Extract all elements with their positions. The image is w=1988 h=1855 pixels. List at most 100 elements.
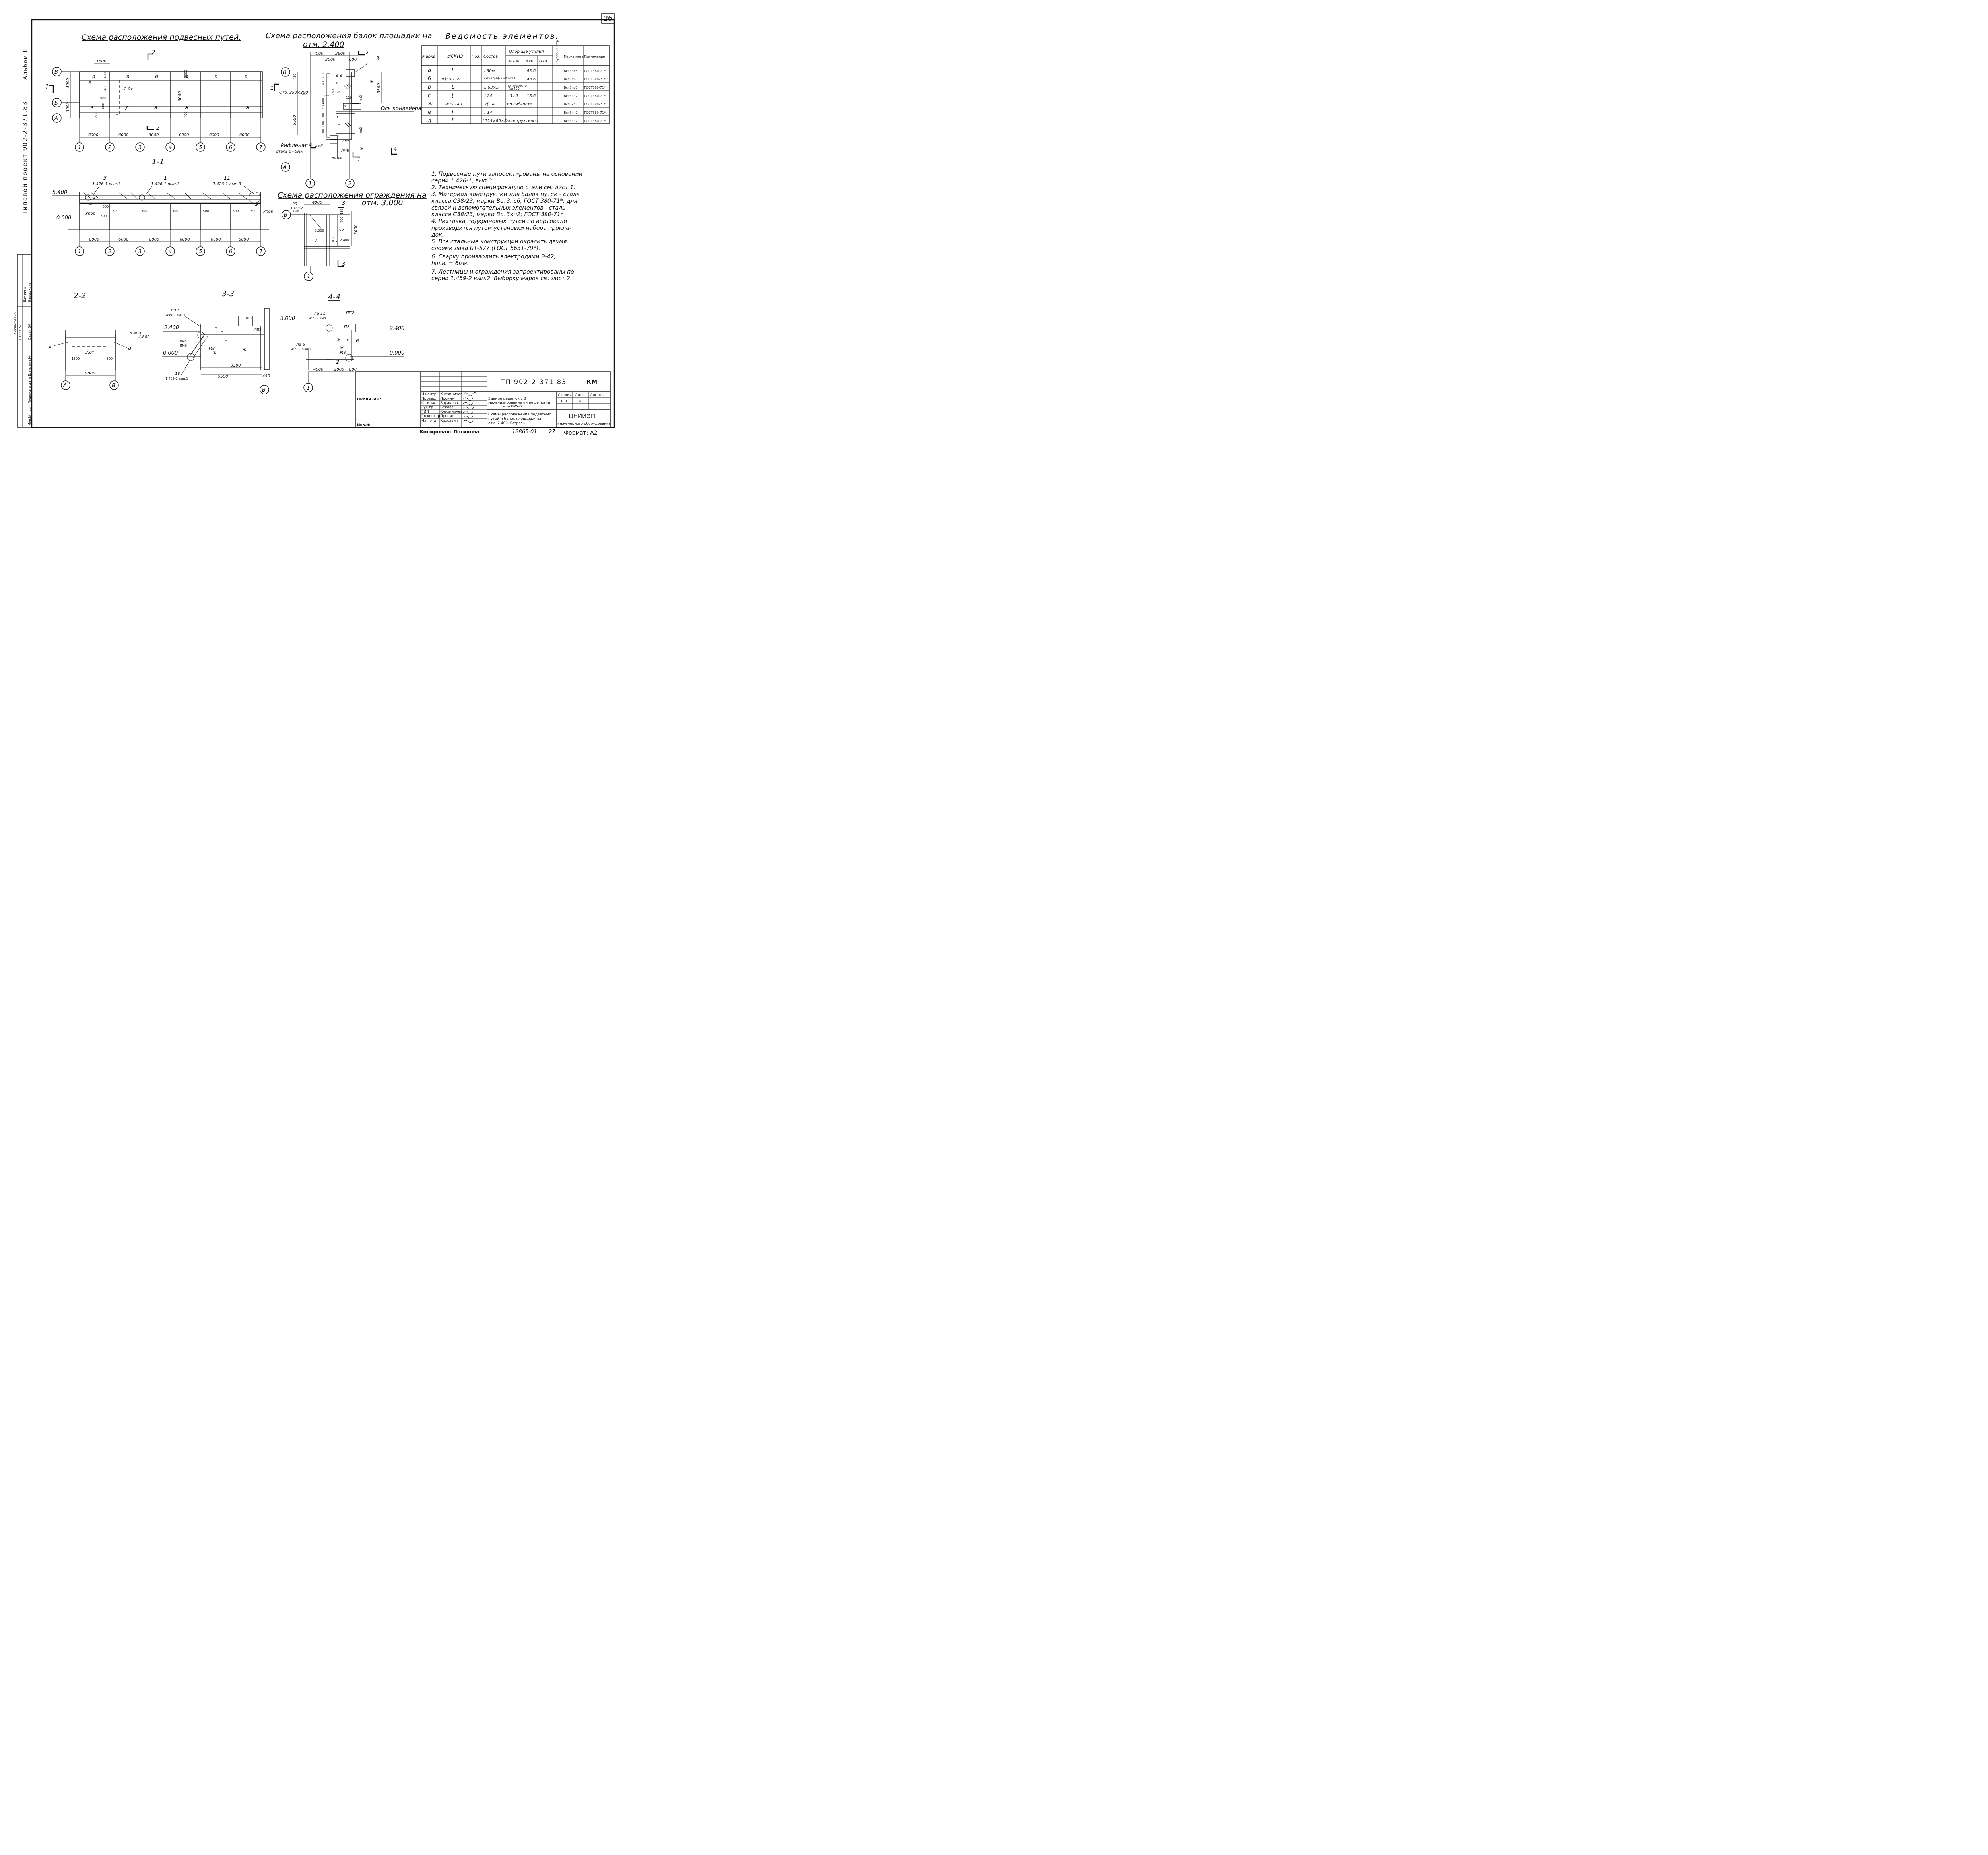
svg-text:6000: 6000 xyxy=(89,237,99,242)
platform-plan: Схема расположения балок площадки на отм… xyxy=(266,31,432,188)
side-block-2: Отдел ВК xyxy=(28,324,31,340)
svg-text:Примечание: Примечание xyxy=(584,55,605,58)
svg-text:В: В xyxy=(262,387,266,393)
svg-text:Поз.: Поз. xyxy=(472,54,480,59)
svg-text:д: д xyxy=(125,105,129,111)
svg-text:М кНм: М кНм xyxy=(509,60,519,63)
plan-load: 2.0т xyxy=(124,87,133,91)
svg-text:ПМ5: ПМ5 xyxy=(180,339,187,343)
svg-text:Листов: Листов xyxy=(590,393,604,397)
svg-text:4: 4 xyxy=(394,147,397,153)
table-row: б ×]E×216 Гнутый проф. 2L70×50×4 43,6 Вс… xyxy=(428,76,606,82)
svg-text:отм. 3.000.: отм. 3.000. xyxy=(362,198,406,207)
svg-text:3: 3 xyxy=(138,249,142,255)
svg-text:Инв.№: Инв.№ xyxy=(357,423,371,427)
svg-text:А: А xyxy=(54,116,58,122)
svg-text:ж: ж xyxy=(336,338,340,342)
svg-text:400: 400 xyxy=(103,72,107,78)
svg-text:ПМ6: ПМ6 xyxy=(180,344,187,347)
svg-text:500: 500 xyxy=(103,205,109,208)
svg-text:2.400: 2.400 xyxy=(340,238,349,242)
svg-text:па 6: па 6 xyxy=(296,343,305,347)
svg-text:е: е xyxy=(356,338,359,343)
svg-text:а: а xyxy=(92,74,95,80)
svg-text:500: 500 xyxy=(141,209,147,213)
svg-text:1: 1 xyxy=(270,85,274,91)
svg-text:18,6: 18,6 xyxy=(527,94,536,98)
svg-text:лм8: лм8 xyxy=(341,149,349,153)
side-block-4: Нарышкина xyxy=(28,282,31,302)
svg-text:600: 600 xyxy=(349,58,357,62)
svg-text:2: 2 xyxy=(348,181,351,187)
svg-text:ГОСТ380-71*: ГОСТ380-71* xyxy=(584,78,606,81)
plan-sec1-left: 1 xyxy=(45,83,49,91)
svg-text:Гл.констр.: Гл.констр. xyxy=(421,414,441,418)
sec11-title: 1-1 xyxy=(152,157,164,166)
svg-text:3: 3 xyxy=(357,157,360,163)
svg-text:6. Сварку производить электрод: 6. Сварку производить электродами Э-42, xyxy=(431,254,556,260)
page-number-box xyxy=(601,13,615,24)
svg-text:ГОСТ380-71*: ГОСТ380-71* xyxy=(584,94,606,98)
svg-text:Схемы расположения подвесных: Схемы расположения подвесных xyxy=(488,413,551,417)
svg-text:120: 120 xyxy=(346,96,352,99)
svg-text:ГИП: ГИП xyxy=(421,410,429,414)
svg-text:5550: 5550 xyxy=(218,374,228,379)
svg-text:0.000: 0.000 xyxy=(56,215,71,221)
svg-text:400: 400 xyxy=(322,103,325,109)
side-approval-block: Согласовано Отдел КО Отдел ВК Шичкина На… xyxy=(14,254,32,428)
svg-text:6000: 6000 xyxy=(118,237,128,242)
svg-text:6000: 6000 xyxy=(239,133,249,137)
side-block-1: Отдел КО xyxy=(18,324,22,340)
svg-text:2-2: 2-2 xyxy=(74,291,86,300)
svg-text:КМ: КМ xyxy=(586,378,597,386)
svg-text:3000: 3000 xyxy=(354,225,358,235)
svg-text:ПП2: ПП2 xyxy=(246,316,252,320)
svg-text:ТП 902-2-371.83: ТП 902-2-371.83 xyxy=(501,378,567,386)
svg-text:2. Техническую спецификацию ст: 2. Техническую спецификацию стали см. ли… xyxy=(431,184,575,191)
svg-text:1: 1 xyxy=(164,175,167,181)
svg-text:3: 3 xyxy=(342,261,345,267)
svg-text:а: а xyxy=(245,74,248,80)
svg-text:Гнутый проф. 2L70×50×4: Гнутый проф. 2L70×50×4 xyxy=(483,77,515,80)
svg-text:па 11: па 11 xyxy=(314,312,326,316)
svg-text:ж: ж xyxy=(212,351,216,355)
section-1-1: 1-1 3 1.426-1 вып.3 1 1.426-1 вып.3 11 7… xyxy=(52,157,273,256)
svg-text:е: е xyxy=(88,80,91,86)
side-project: Типовой проект 902-2-371.83 xyxy=(21,101,29,215)
svg-text:М8: М8 xyxy=(209,347,215,351)
svg-text:150: 150 xyxy=(340,209,344,215)
svg-text:типа РМУ-5.: типа РМУ-5. xyxy=(501,405,523,409)
svg-text:6000: 6000 xyxy=(180,237,190,242)
section-3-3: 3-3 па 5 1.459-2 вып.1 18 1.459-2 вып.1 … xyxy=(162,289,270,394)
svg-text:вып.1: вып.1 xyxy=(293,210,302,213)
svg-text:а: а xyxy=(91,105,94,111)
side-inv: Инв.№ подл. Подпись и дата Взам. инв.№ xyxy=(28,355,31,425)
svg-text:ж: ж xyxy=(242,347,246,352)
svg-text:а: а xyxy=(154,105,157,111)
svg-text:29: 29 xyxy=(292,202,297,206)
svg-text:А: А xyxy=(63,383,67,389)
svg-text:1.459-2 вып.1: 1.459-2 вып.1 xyxy=(288,347,311,351)
svg-text:е: е xyxy=(215,326,217,330)
svg-text:500: 500 xyxy=(113,209,118,213)
svg-text:Состав: Состав xyxy=(483,54,498,59)
svg-text:сталь δ=5мм: сталь δ=5мм xyxy=(276,149,303,154)
svg-text:ГОСТ380-71*: ГОСТ380-71* xyxy=(584,111,606,114)
svg-text:400: 400 xyxy=(322,121,325,127)
svg-text:4: 4 xyxy=(309,142,312,148)
svg-text:Провер.: Провер. xyxy=(421,397,436,401)
svg-text:7: 7 xyxy=(259,249,263,255)
svg-text:500: 500 xyxy=(101,214,107,218)
svg-text:500: 500 xyxy=(172,209,178,213)
svg-text:ПП2: ПП2 xyxy=(346,311,354,315)
svg-text:3: 3 xyxy=(138,145,142,151)
svg-text:N кН: N кН xyxy=(526,60,533,63)
svg-text:600: 600 xyxy=(349,367,357,372)
svg-text:класса С38/23, марки Вст3пс6,: класса С38/23, марки Вст3пс6, ГОСТ 380-7… xyxy=(431,198,577,204)
svg-text:2.0т: 2.0т xyxy=(85,351,95,355)
svg-text:б: б xyxy=(428,76,431,82)
svg-text:4. Рихтовка подкрановых путей: 4. Рихтовка подкрановых путей по вертика… xyxy=(431,218,567,225)
side-block-3: Шичкина xyxy=(23,287,27,302)
svg-text:4000: 4000 xyxy=(313,52,323,56)
svg-text:е: е xyxy=(428,109,431,115)
